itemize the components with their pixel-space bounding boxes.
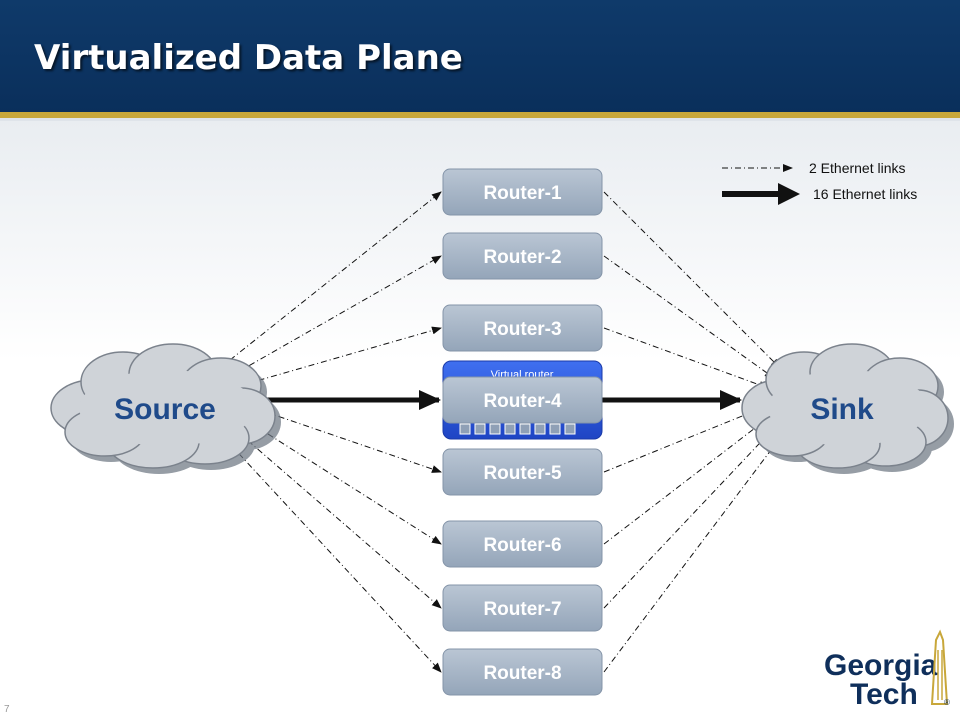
links-group bbox=[229, 191, 781, 673]
port-icon bbox=[459, 423, 471, 435]
router-label: Router-6 bbox=[483, 535, 561, 556]
tower-icon bbox=[930, 629, 949, 705]
georgia-tech-logo: Georgia Tech ® bbox=[824, 629, 950, 711]
router-8: Router-8 bbox=[442, 648, 603, 696]
router-label: Router-3 bbox=[483, 319, 561, 340]
port-icon bbox=[564, 423, 576, 435]
router-box bbox=[442, 584, 603, 632]
router-box bbox=[442, 520, 603, 568]
slide-header bbox=[0, 0, 960, 112]
router-6: Router-6 bbox=[442, 520, 603, 568]
link-router-2-to-sink bbox=[603, 255, 775, 379]
router-label: Router-4 bbox=[483, 391, 562, 412]
page-number: 7 bbox=[4, 704, 10, 715]
router-box bbox=[442, 304, 603, 352]
router-label: Router-7 bbox=[483, 599, 561, 620]
logo-line2: Tech bbox=[850, 678, 918, 711]
router-2: Router-2 bbox=[442, 232, 603, 280]
router-3: Router-3 bbox=[442, 304, 603, 352]
header-accent-stripe bbox=[0, 112, 960, 118]
router-4: Router-4 bbox=[442, 376, 603, 424]
header-light-stripe bbox=[0, 118, 960, 121]
port-icon bbox=[489, 423, 501, 435]
router-1: Router-1 bbox=[442, 168, 603, 216]
link-source-to-router-8 bbox=[229, 443, 442, 673]
router-box bbox=[442, 376, 603, 424]
virtual-router-ports bbox=[459, 423, 576, 435]
router-5: Router-5 bbox=[442, 448, 603, 496]
sink-label: Sink bbox=[810, 393, 874, 426]
router-box bbox=[442, 232, 603, 280]
source-cloud: Source bbox=[50, 343, 281, 474]
legend-thin-label: 2 Ethernet links bbox=[809, 160, 906, 176]
router-label: Router-8 bbox=[483, 663, 561, 684]
link-source-to-router-1 bbox=[229, 191, 442, 361]
link-router-3-to-sink bbox=[603, 327, 769, 389]
router-label: Router-5 bbox=[483, 463, 562, 484]
legend: 2 Ethernet links 16 Ethernet links bbox=[722, 160, 917, 205]
link-router-5-to-sink bbox=[603, 407, 763, 473]
router-label: Router-1 bbox=[483, 183, 562, 204]
logo-line1: Georgia bbox=[824, 649, 938, 682]
link-router-6-to-sink bbox=[603, 417, 769, 545]
port-icon bbox=[504, 423, 516, 435]
port-icon bbox=[534, 423, 546, 435]
link-source-to-router-5 bbox=[253, 407, 442, 473]
link-router-1-to-sink bbox=[603, 191, 781, 369]
router-label: Router-2 bbox=[483, 247, 561, 268]
sink-cloud: Sink bbox=[741, 343, 954, 474]
router-box bbox=[442, 448, 603, 496]
registered-mark: ® bbox=[944, 698, 950, 707]
legend-thick-arrowhead bbox=[778, 183, 800, 205]
link-source-to-router-3 bbox=[245, 326, 442, 385]
port-icon bbox=[549, 423, 561, 435]
router-box bbox=[442, 168, 603, 216]
legend-thick-label: 16 Ethernet links bbox=[813, 186, 917, 202]
slide-title: Virtualized Data Plane bbox=[34, 38, 463, 78]
router-box bbox=[442, 648, 603, 696]
port-icon bbox=[519, 423, 531, 435]
router-7: Router-7 bbox=[442, 584, 603, 632]
link-router-7-to-sink bbox=[603, 427, 775, 609]
source-label: Source bbox=[114, 393, 216, 426]
port-icon bbox=[474, 423, 486, 435]
link-router-8-to-sink bbox=[603, 437, 781, 673]
link-source-to-router-7 bbox=[237, 431, 442, 609]
routers-group: Router-1Router-2Router-3Router-4Router-5… bbox=[442, 168, 603, 696]
